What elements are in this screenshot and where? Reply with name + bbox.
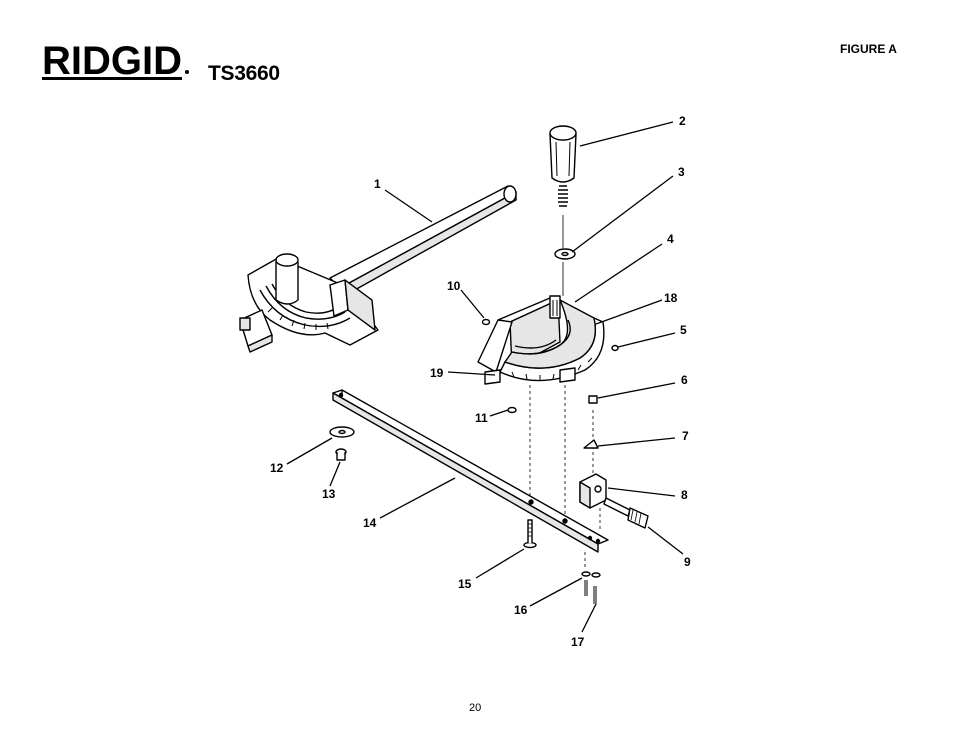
callout-5: 5 bbox=[680, 323, 687, 337]
set-screw bbox=[588, 395, 598, 404]
figure-title: FIGURE A bbox=[840, 42, 897, 56]
washer bbox=[554, 248, 576, 260]
callout-2: 2 bbox=[679, 114, 686, 128]
spring-clip bbox=[583, 439, 599, 449]
stop-block bbox=[579, 473, 607, 509]
callout-7: 7 bbox=[682, 429, 689, 443]
callout-11: 11 bbox=[475, 411, 488, 425]
small-screws-17 bbox=[584, 580, 597, 604]
logo-wordmark: RIDGID bbox=[42, 40, 182, 82]
callout-10: 10 bbox=[447, 279, 461, 293]
callout-18: 18 bbox=[664, 291, 678, 305]
callout-9: 9 bbox=[684, 555, 691, 569]
alignment-lines bbox=[529, 385, 601, 570]
callout-12: 12 bbox=[270, 461, 284, 475]
flat-head-screw bbox=[523, 519, 537, 549]
page-number: 20 bbox=[469, 702, 482, 714]
callout-6: 6 bbox=[681, 373, 688, 387]
guide-washer bbox=[329, 426, 355, 438]
callout-19: 19 bbox=[430, 366, 444, 380]
callout-17: 17 bbox=[571, 635, 585, 649]
model-number: TS3660 bbox=[208, 62, 280, 85]
callout-14: 14 bbox=[363, 516, 377, 530]
callout-3: 3 bbox=[678, 165, 685, 179]
miter-gauge-body bbox=[477, 262, 605, 385]
callout-16: 16 bbox=[514, 603, 528, 617]
thumb-screw bbox=[603, 497, 649, 529]
guide-screw bbox=[335, 448, 347, 461]
callout-4: 4 bbox=[667, 232, 674, 246]
small-washers bbox=[581, 571, 601, 578]
callout-13: 13 bbox=[322, 487, 336, 501]
miter-bar bbox=[332, 389, 609, 553]
lock-handle bbox=[549, 125, 577, 248]
ridgid-logo: RIDGID bbox=[42, 39, 192, 87]
assembled-miter-gauge bbox=[239, 185, 517, 353]
callout-1: 1 bbox=[374, 177, 381, 191]
callout-15: 15 bbox=[458, 577, 472, 591]
callout-8: 8 bbox=[681, 488, 688, 502]
leader-lines bbox=[286, 121, 684, 633]
callout-labels: 1 2 3 4 5 6 7 8 9 10 11 12 13 14 15 16 1… bbox=[270, 114, 691, 649]
